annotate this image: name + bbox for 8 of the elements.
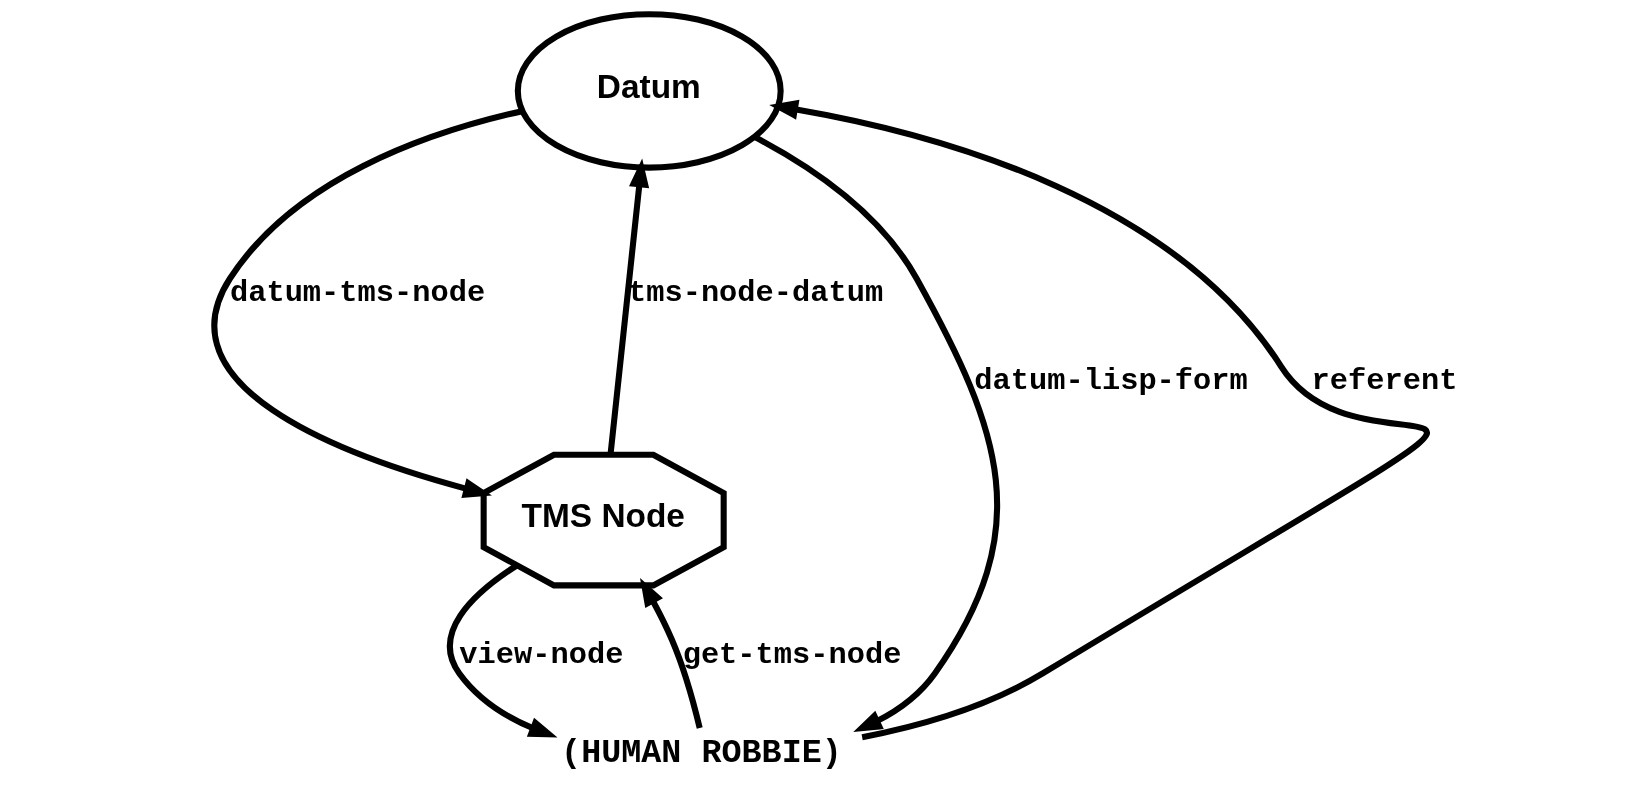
arrow (607, 158, 650, 455)
edge-label: datum-tms-node (229, 276, 486, 311)
node-ellipse: Datum (514, 11, 784, 171)
arrow (211, 108, 523, 498)
arrow (640, 577, 703, 729)
node-text: (HUMAN ROBBIE) (561, 734, 842, 773)
edge-label: view-node (459, 637, 624, 672)
arrow (446, 563, 558, 738)
